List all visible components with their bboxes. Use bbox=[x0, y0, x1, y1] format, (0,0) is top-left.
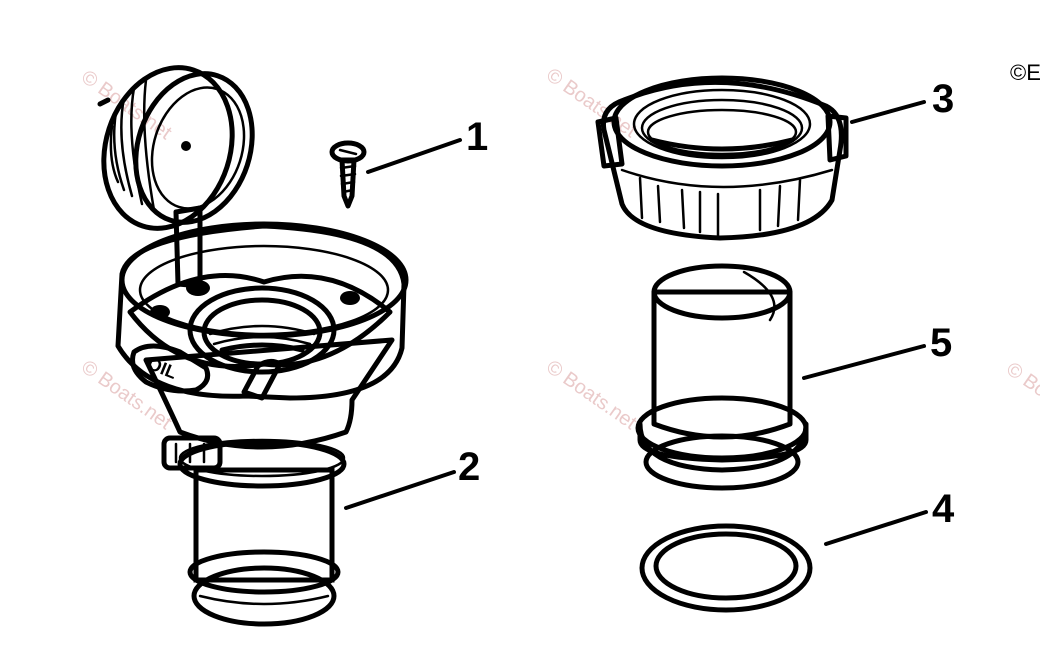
flange-taper bbox=[143, 337, 395, 450]
sleeve-collar-top bbox=[635, 395, 809, 461]
callout-1[interactable]: 1 bbox=[466, 115, 488, 159]
nut-lug-right bbox=[825, 113, 849, 163]
neck-opening-bore bbox=[219, 342, 305, 353]
screw-slot bbox=[338, 148, 358, 156]
oil-label-plate bbox=[130, 343, 211, 394]
nut-flats bbox=[638, 176, 802, 238]
cap-back bbox=[101, 65, 235, 231]
part-5-adapter-sleeve[interactable] bbox=[635, 263, 809, 491]
callout-5[interactable]: 5 bbox=[930, 321, 952, 365]
mount-hole-left bbox=[150, 305, 170, 319]
cap-grip-lines bbox=[109, 78, 156, 212]
callout-3[interactable]: 3 bbox=[932, 77, 954, 121]
screw-shank bbox=[339, 157, 357, 209]
flange-floor bbox=[127, 272, 393, 369]
leader-2 bbox=[344, 470, 456, 510]
callouts: 1 2 3 5 4 bbox=[458, 77, 955, 531]
mount-hole-right bbox=[340, 291, 360, 305]
cap-face bbox=[133, 71, 255, 225]
part-3-coupling-nut[interactable] bbox=[595, 75, 849, 241]
callout-2[interactable]: 2 bbox=[458, 445, 480, 489]
leader-1 bbox=[366, 138, 462, 174]
sleeve-top-highlight bbox=[742, 270, 776, 322]
filler-cap bbox=[97, 65, 255, 231]
leader-5 bbox=[802, 344, 926, 380]
nut-thread-1 bbox=[632, 88, 812, 160]
screw-threads bbox=[339, 164, 357, 194]
neck-bead-bottom bbox=[191, 565, 337, 627]
callout-4[interactable]: 4 bbox=[932, 487, 955, 531]
neck-opening-outer bbox=[187, 285, 337, 375]
watermark-5: © Boats.net bbox=[1002, 358, 1040, 436]
part-2-oil-filler-neck[interactable]: OIL bbox=[84, 51, 409, 627]
hose-clamp-inner bbox=[178, 438, 346, 478]
sleeve-top bbox=[651, 263, 793, 321]
o-ring-outer bbox=[639, 523, 813, 613]
nut-thread-3 bbox=[646, 108, 798, 156]
neck-opening-thread-3 bbox=[212, 335, 312, 346]
nut-top-rim bbox=[611, 75, 833, 169]
cap-face-inner bbox=[150, 86, 246, 210]
watermark-4: © Boats.net bbox=[542, 356, 641, 434]
nut-body bbox=[600, 79, 844, 241]
neck-opening-thread-2 bbox=[208, 324, 316, 336]
cap-rivet bbox=[181, 141, 191, 151]
leader-4 bbox=[824, 510, 928, 546]
hose-clamp bbox=[177, 439, 347, 489]
leader-3 bbox=[850, 100, 926, 124]
sleeve-body bbox=[651, 289, 793, 440]
neck-bead-line bbox=[198, 594, 330, 606]
part-1-screw[interactable] bbox=[329, 140, 367, 209]
part-4-o-ring[interactable] bbox=[639, 523, 813, 613]
o-ring-inner bbox=[653, 531, 799, 601]
clamp-screw-detail bbox=[174, 442, 206, 464]
nut-lug-left bbox=[595, 115, 625, 169]
flange-rim-inner bbox=[138, 244, 390, 336]
copyright-mark: ©E bbox=[1010, 60, 1040, 85]
leader-lines bbox=[344, 100, 928, 546]
nut-hex-lower bbox=[620, 168, 834, 189]
neck-bead-top bbox=[187, 549, 341, 595]
nut-bore bbox=[649, 137, 795, 152]
neck-hose-body bbox=[193, 467, 335, 583]
watermark-1: © Boats.net bbox=[77, 66, 176, 144]
flange-notch bbox=[241, 358, 283, 401]
nut-thread-2 bbox=[640, 98, 804, 158]
cap-hinge-tab bbox=[97, 97, 111, 107]
